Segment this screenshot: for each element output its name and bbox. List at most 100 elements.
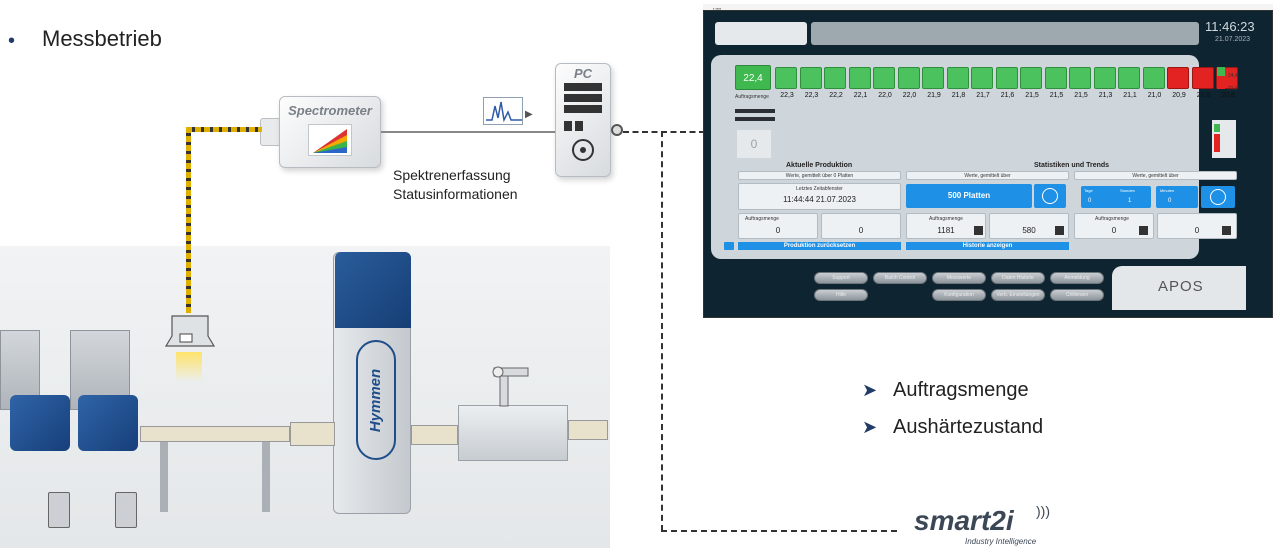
conveyor-leg — [160, 442, 168, 512]
scale-bottom: 21,0 — [1228, 86, 1238, 92]
stunden-label: Stunden — [1120, 188, 1135, 193]
caption-spektrenerfassung: Spektrenerfassung — [393, 167, 511, 183]
trend-value: 21,3 — [1098, 92, 1113, 99]
trend-cell — [946, 67, 969, 89]
show-history-button[interactable]: Historie anzeigen — [906, 242, 1069, 250]
pc-label: PC — [573, 66, 593, 81]
trend-value: 22,3 — [804, 92, 819, 99]
square-icon[interactable] — [974, 226, 983, 235]
plates-button[interactable]: 500 Platten — [906, 184, 1032, 208]
reset-production-button[interactable]: Produktion zurücksetzen — [738, 242, 901, 250]
nav-button[interactable]: Konfiguration — [932, 289, 986, 301]
scale-top: 24,4 — [1228, 73, 1238, 79]
coating-unit-1 — [10, 395, 70, 451]
clock-date: 21.07.2023 — [1215, 36, 1251, 43]
trend-value: 21,6 — [1000, 92, 1015, 99]
trend-cell — [922, 67, 944, 89]
value-box: Auftragsmenge 1181 — [906, 213, 986, 239]
last-measurement-label: Letztes Zeitabfenster — [796, 186, 843, 192]
trend-cell — [1044, 67, 1067, 89]
bucket-icon — [115, 492, 137, 528]
tage-value: 0 — [1088, 198, 1092, 204]
hdr-left: Werte, gemittelt über 0 Platten — [738, 171, 901, 180]
nav-button[interactable]: Anmeldung — [1050, 272, 1104, 284]
hdr-mid: Werte, gemittelt über — [906, 171, 1069, 180]
value-box: 0 — [821, 213, 901, 239]
trend-cell — [1118, 67, 1140, 89]
trend-toggle-button[interactable] — [1201, 186, 1235, 208]
trend-value: 22,3 — [780, 92, 794, 99]
pc-connector-icon — [611, 124, 623, 136]
trend-value: 20,9 — [1172, 92, 1186, 99]
trend-value: 22,0 — [902, 92, 917, 99]
square-icon[interactable] — [1055, 226, 1064, 235]
nav-button[interactable]: Chillersen — [1050, 289, 1104, 301]
period-selector[interactable] — [1081, 186, 1151, 208]
nav-button[interactable]: Hilfe — [814, 289, 868, 301]
refresh-icon — [1210, 189, 1226, 205]
trend-value: 20,8 — [1221, 92, 1235, 99]
bullet-dot: • — [8, 30, 16, 52]
trend-cell — [1191, 67, 1214, 89]
arrow-bullet-icon: ➤ — [862, 417, 878, 437]
trend-value: 21,9 — [927, 92, 941, 99]
brand-panel — [1112, 266, 1246, 310]
clock-time: 11:46:23 — [1205, 19, 1255, 34]
trend-cell — [873, 67, 895, 89]
list-item-1: Auftragsmenge — [893, 379, 1029, 401]
divider-line — [735, 117, 775, 121]
bucket-icon — [48, 492, 70, 528]
list-item-2: Aushärtezustand — [893, 416, 1044, 438]
cutting-station — [458, 405, 568, 461]
arrow-bullet-icon: ➤ — [862, 380, 878, 400]
square-icon[interactable] — [1139, 226, 1148, 235]
square-icon[interactable] — [1222, 226, 1231, 235]
window-titlebar: ▪ ▪▪▪▪ — [703, 4, 1273, 13]
value-left-1: 0 — [775, 226, 781, 235]
nav-button[interactable]: Batch Control — [873, 272, 927, 284]
header-logo-box — [715, 22, 807, 45]
trend-value: 22,1 — [853, 92, 868, 99]
auftragsmenge-label-3: Auftragsmenge — [1095, 216, 1129, 222]
header-status-bar — [811, 22, 1199, 45]
last-measurement-box: Letztes Zeitabfenster 11:44:44 21.07.202… — [738, 183, 901, 210]
value-mid-2: 580 — [1022, 226, 1036, 235]
minuten-value: 0 — [1168, 198, 1172, 204]
info-icon[interactable] — [724, 242, 734, 250]
caption-statusinformationen: Statusinformationen — [393, 186, 518, 202]
hymmen-logo: Hymmen — [356, 340, 396, 460]
trend-cell — [775, 67, 797, 89]
value-left-2: 0 — [858, 226, 864, 235]
link-logo — [661, 530, 897, 532]
conveyor-4 — [568, 420, 608, 440]
pc-box: PC — [555, 63, 611, 177]
link-vertical — [661, 131, 663, 531]
nav-button[interactable]: Daten Historie — [991, 272, 1045, 284]
conveyor-3 — [411, 425, 458, 445]
trend-cell — [1020, 67, 1042, 89]
auftragsmenge-label-1: Auftragsmenge — [745, 216, 779, 222]
smart2i-tagline: Industry Intelligence — [965, 537, 1037, 546]
apos-logo: APOS — [1158, 278, 1204, 295]
minutes-selector[interactable] — [1156, 186, 1198, 208]
nav-button[interactable]: Messwerte — [932, 272, 986, 284]
gauge-button[interactable] — [1034, 184, 1066, 208]
window-title-text: ▪ ▪▪▪▪ — [713, 6, 722, 11]
value-mid-1: 1181 — [937, 226, 955, 235]
drive-bay-icon — [564, 94, 602, 102]
trend-value: 20,8 — [1196, 92, 1211, 99]
trend-value: 21,5 — [1074, 92, 1088, 99]
main-value-caption: Auftragsmenge — [735, 94, 769, 100]
trend-cell — [1167, 67, 1189, 89]
trend-cell — [897, 67, 920, 89]
nav-row-2: Hilfe Konfiguration Verb. Einstellungen Chi… — [814, 289, 1114, 303]
measuring-head-icon — [164, 312, 216, 358]
trend-cell — [995, 67, 1018, 89]
gauge-icon — [1042, 188, 1058, 204]
nav-button[interactable]: Support — [814, 272, 868, 284]
trend-cell — [799, 67, 822, 89]
auftragsmenge-label-2: Auftragsmenge — [929, 216, 963, 222]
scale-bar — [1217, 67, 1225, 89]
nav-button[interactable]: Verb. Einstellungen — [991, 289, 1045, 301]
